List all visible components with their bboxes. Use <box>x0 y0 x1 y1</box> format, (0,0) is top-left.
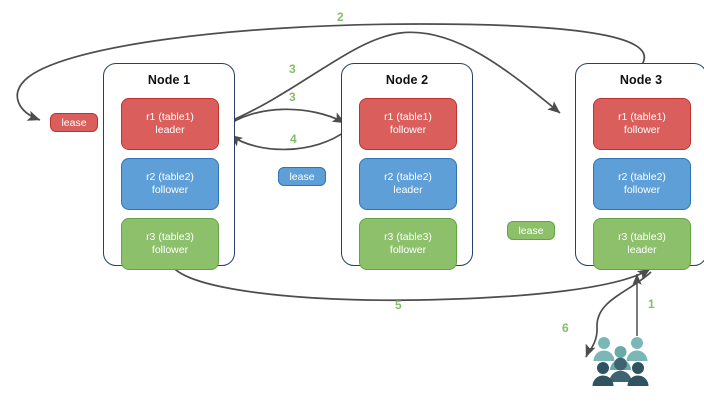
replica-name: r2 (table2) <box>146 170 194 183</box>
users-front-center-person <box>609 357 632 382</box>
step-label-6: 6 <box>562 321 569 335</box>
replica-name: r1 (table1) <box>384 110 432 123</box>
replica-chip-r3[interactable]: r3 (table3) follower <box>359 218 457 270</box>
replica-chip-r3[interactable]: r3 (table3) leader <box>593 218 691 270</box>
users-front-row <box>592 362 649 386</box>
node-container-1[interactable]: Node 1 r1 (table1) leader r2 (table2) fo… <box>103 63 235 270</box>
replica-chip-r2[interactable]: r2 (table2) leader <box>359 158 457 210</box>
replica-role: leader <box>393 184 423 196</box>
replica-role: follower <box>389 124 427 136</box>
lease-chip-r2[interactable]: lease <box>278 167 326 186</box>
step-label-1: 1 <box>648 297 655 311</box>
lease-chip-r1[interactable]: lease <box>50 113 98 132</box>
replica-name: r2 (table2) <box>384 170 432 183</box>
replica-role: follower <box>151 244 189 256</box>
replica-chip-r2[interactable]: r2 (table2) follower <box>593 158 691 210</box>
replica-name: r1 (table1) <box>618 110 666 123</box>
lease-chip-r3[interactable]: lease <box>507 221 555 240</box>
replica-name: r2 (table2) <box>618 170 666 183</box>
replica-chip-r3[interactable]: r3 (table3) follower <box>121 218 219 270</box>
step-label-2: 2 <box>337 10 344 24</box>
replica-name: r3 (table3) <box>384 230 432 243</box>
replica-role: leader <box>627 244 657 256</box>
replica-role: leader <box>155 124 185 136</box>
replica-role: follower <box>623 184 661 196</box>
step-label-3-lower: 3 <box>289 90 296 104</box>
users-back-row <box>593 337 648 361</box>
node-title: Node 2 <box>385 73 429 87</box>
replica-name: r3 (table3) <box>146 230 194 243</box>
users-group-icon <box>592 337 649 386</box>
replica-chip-r1[interactable]: r1 (table1) follower <box>593 98 691 150</box>
replica-name: r1 (table1) <box>146 110 194 123</box>
step-label-4: 4 <box>290 132 297 146</box>
replica-role: follower <box>151 184 189 196</box>
node-title: Node 3 <box>619 73 663 87</box>
node-container-3[interactable]: Node 3 r1 (table1) follower r2 (table2) … <box>575 63 704 270</box>
replica-chip-r1[interactable]: r1 (table1) leader <box>121 98 219 150</box>
edge-step-5 <box>171 265 651 302</box>
step-label-5: 5 <box>395 298 402 312</box>
replica-name: r3 (table3) <box>618 230 666 243</box>
replica-role: follower <box>389 244 427 256</box>
replica-role: follower <box>623 124 661 136</box>
node-container-2[interactable]: Node 2 r1 (table1) follower r2 (table2) … <box>341 63 473 270</box>
replica-chip-r2[interactable]: r2 (table2) follower <box>121 158 219 210</box>
node-title: Node 1 <box>147 73 191 87</box>
edge-step-4 <box>229 129 348 151</box>
replica-chip-r1[interactable]: r1 (table1) follower <box>359 98 457 150</box>
step-label-3-upper: 3 <box>289 62 296 76</box>
edge-step-3-lower <box>223 108 346 129</box>
